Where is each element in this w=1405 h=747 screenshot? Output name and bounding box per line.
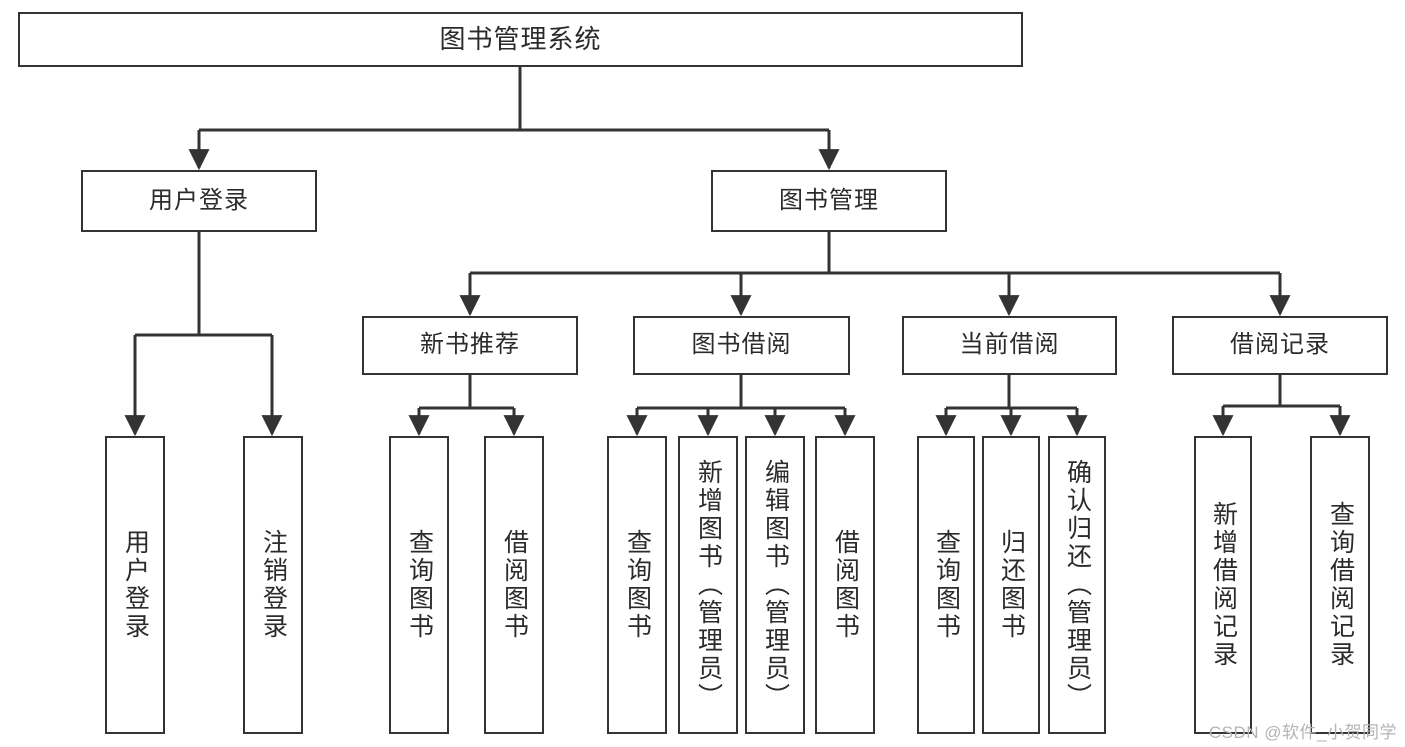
node-book-borrow-label: 图书借阅 bbox=[691, 331, 792, 359]
node-leaf-query-book-1[interactable]: 查询图书 bbox=[389, 436, 449, 734]
node-leaf-borrow-book-1-label: 借阅图书 bbox=[500, 529, 529, 641]
watermark: CSDN @软件_小贺同学 bbox=[1208, 723, 1397, 742]
node-borrow-record-label: 借阅记录 bbox=[1230, 331, 1330, 359]
node-leaf-query-book-2-label: 查询图书 bbox=[623, 529, 652, 641]
node-leaf-add-book[interactable]: 新增图书（管理员） bbox=[678, 436, 738, 734]
node-leaf-add-record[interactable]: 新增借阅记录 bbox=[1194, 436, 1252, 734]
node-new-book-recommend[interactable]: 新书推荐 bbox=[362, 316, 578, 375]
node-root[interactable]: 图书管理系统 bbox=[18, 12, 1023, 67]
node-leaf-confirm-return[interactable]: 确认归还（管理员） bbox=[1048, 436, 1106, 734]
node-book-borrow[interactable]: 图书借阅 bbox=[633, 316, 850, 375]
node-leaf-return-book[interactable]: 归还图书 bbox=[982, 436, 1040, 734]
node-leaf-query-book-3[interactable]: 查询图书 bbox=[917, 436, 975, 734]
node-leaf-user-login-label: 用户登录 bbox=[121, 529, 150, 641]
node-leaf-query-record[interactable]: 查询借阅记录 bbox=[1310, 436, 1370, 734]
node-new-book-recommend-label: 新书推荐 bbox=[420, 331, 520, 359]
node-root-label: 图书管理系统 bbox=[439, 23, 602, 54]
node-book-manage[interactable]: 图书管理 bbox=[711, 170, 947, 232]
node-book-manage-label: 图书管理 bbox=[779, 186, 879, 214]
node-leaf-edit-book[interactable]: 编辑图书（管理员） bbox=[745, 436, 805, 734]
node-leaf-query-record-label: 查询借阅记录 bbox=[1326, 501, 1355, 669]
node-leaf-user-logout[interactable]: 注销登录 bbox=[243, 436, 303, 734]
node-leaf-borrow-book-2[interactable]: 借阅图书 bbox=[815, 436, 875, 734]
node-leaf-borrow-book-1[interactable]: 借阅图书 bbox=[484, 436, 544, 734]
node-current-borrow-label: 当前借阅 bbox=[959, 331, 1060, 359]
node-leaf-add-record-label: 新增借阅记录 bbox=[1209, 501, 1238, 669]
node-leaf-add-book-label: 新增图书（管理员） bbox=[694, 459, 723, 711]
node-leaf-return-book-label: 归还图书 bbox=[997, 529, 1026, 641]
node-leaf-query-book-1-label: 查询图书 bbox=[405, 529, 434, 641]
node-leaf-user-login[interactable]: 用户登录 bbox=[105, 436, 165, 734]
node-leaf-query-book-3-label: 查询图书 bbox=[932, 529, 961, 641]
node-leaf-edit-book-label: 编辑图书（管理员） bbox=[761, 459, 790, 711]
node-user-login-label: 用户登录 bbox=[149, 186, 249, 214]
node-user-login[interactable]: 用户登录 bbox=[81, 170, 317, 232]
node-leaf-query-book-2[interactable]: 查询图书 bbox=[607, 436, 667, 734]
node-leaf-borrow-book-2-label: 借阅图书 bbox=[831, 529, 860, 641]
node-current-borrow[interactable]: 当前借阅 bbox=[902, 316, 1117, 375]
node-leaf-user-logout-label: 注销登录 bbox=[259, 529, 288, 641]
node-borrow-record[interactable]: 借阅记录 bbox=[1172, 316, 1388, 375]
node-leaf-confirm-return-label: 确认归还（管理员） bbox=[1063, 459, 1092, 711]
